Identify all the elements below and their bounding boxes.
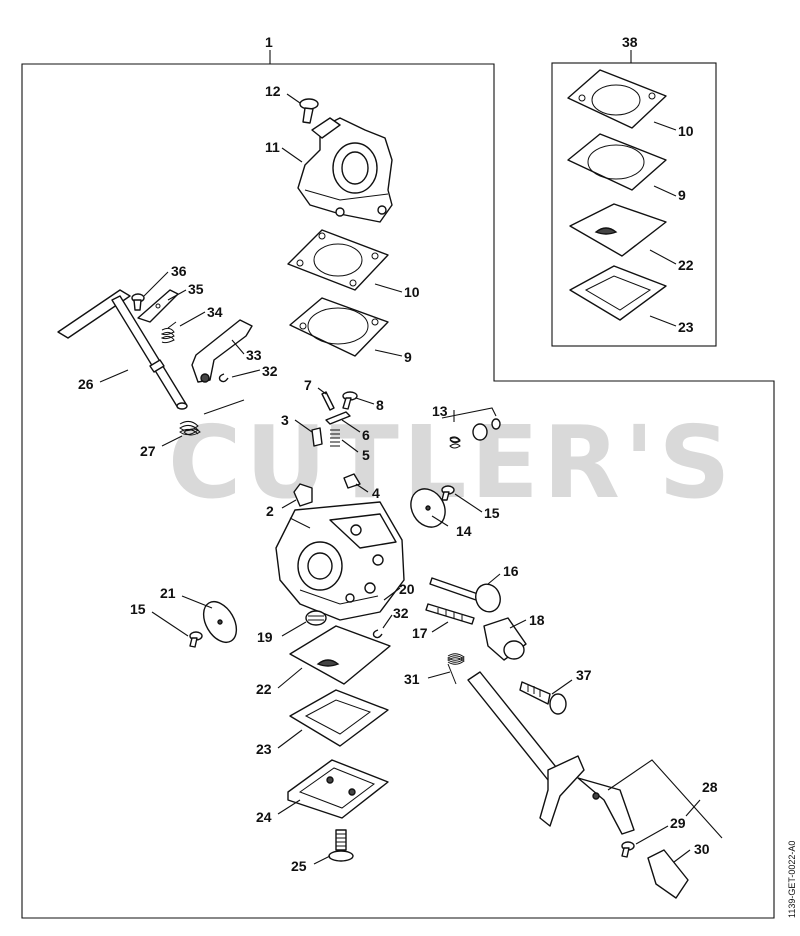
label-12: 12 bbox=[265, 83, 281, 99]
part-23-gasket-right bbox=[569, 265, 667, 321]
label-6: 6 bbox=[362, 427, 370, 443]
part-11-throttle-body bbox=[297, 117, 393, 223]
label-27: 27 bbox=[140, 443, 156, 459]
part-21-diaphragm bbox=[202, 601, 238, 643]
part-13-valve-kit bbox=[449, 418, 501, 449]
part-26-throttle-shaft bbox=[57, 289, 188, 410]
label-15-upper: 15 bbox=[484, 505, 500, 521]
part-3-needle bbox=[311, 427, 323, 447]
label-13: 13 bbox=[432, 403, 448, 419]
label-36: 36 bbox=[171, 263, 187, 279]
label-31: 31 bbox=[404, 671, 420, 687]
label-21: 21 bbox=[160, 585, 176, 601]
label-4: 4 bbox=[372, 485, 380, 501]
part-9-gasket-left bbox=[289, 297, 389, 357]
label-32-upper: 32 bbox=[262, 363, 278, 379]
label-10-right: 10 bbox=[678, 123, 694, 139]
label-3: 3 bbox=[281, 412, 289, 428]
part-15-screw-lower bbox=[189, 631, 203, 648]
label-23-left: 23 bbox=[256, 741, 272, 757]
drawing-code: 1139-GET-0022-A0 bbox=[787, 841, 797, 918]
part-25-screw bbox=[328, 829, 354, 862]
gasket-set-frame bbox=[551, 62, 717, 347]
part-18-limiter-cap bbox=[483, 617, 527, 661]
label-35: 35 bbox=[188, 281, 204, 297]
label-22-left: 22 bbox=[256, 681, 272, 697]
part-30-choke-knob bbox=[647, 849, 689, 899]
part-2-cap bbox=[293, 483, 313, 507]
part-5-spring bbox=[330, 429, 340, 447]
part-6-lever bbox=[325, 411, 351, 425]
label-2: 2 bbox=[266, 503, 274, 519]
label-22-right: 22 bbox=[678, 257, 694, 273]
part-32-clip-upper bbox=[218, 373, 229, 383]
label-24: 24 bbox=[256, 809, 272, 825]
label-23-right: 23 bbox=[678, 319, 694, 335]
part-29-screw bbox=[621, 841, 635, 858]
part-15-screw-upper bbox=[441, 485, 455, 501]
label-26: 26 bbox=[78, 376, 94, 392]
label-25: 25 bbox=[291, 858, 307, 874]
label-33: 33 bbox=[246, 347, 262, 363]
label-17: 17 bbox=[412, 625, 428, 641]
part-35-lever bbox=[137, 289, 179, 323]
label-32-lower: 32 bbox=[393, 605, 409, 621]
label-19: 19 bbox=[257, 629, 273, 645]
part-36-screw bbox=[131, 293, 145, 311]
part-37-fitting bbox=[519, 681, 567, 715]
label-7: 7 bbox=[304, 377, 312, 393]
label-8: 8 bbox=[376, 397, 384, 413]
part-10-gasket-right bbox=[567, 69, 667, 129]
part-17-adjusting-screw bbox=[425, 603, 475, 625]
label-16: 16 bbox=[503, 563, 519, 579]
part-27-spring bbox=[179, 399, 245, 436]
label-37: 37 bbox=[576, 667, 592, 683]
label-10-left: 10 bbox=[404, 284, 420, 300]
part-34-spring bbox=[160, 321, 177, 344]
part-22-diaphragm-right bbox=[569, 203, 667, 257]
label-18: 18 bbox=[529, 612, 545, 628]
assembly-frame bbox=[21, 63, 775, 919]
part-28-choke-shaft bbox=[467, 671, 635, 835]
part-24-cover bbox=[287, 759, 389, 819]
label-20: 20 bbox=[399, 581, 415, 597]
part-32-clip-lower bbox=[372, 629, 383, 639]
carburetor-body bbox=[275, 501, 405, 621]
label-14: 14 bbox=[456, 523, 472, 539]
label-9-left: 9 bbox=[404, 349, 412, 365]
label-34: 34 bbox=[207, 304, 223, 320]
part-14-plate bbox=[410, 488, 446, 528]
label-28: 28 bbox=[702, 779, 718, 795]
part-16-adjusting-screw bbox=[429, 577, 501, 613]
part-33-lever bbox=[191, 319, 253, 383]
part-9-gasket-right bbox=[567, 133, 667, 191]
label-15-lower: 15 bbox=[130, 601, 146, 617]
label-9-right: 9 bbox=[678, 187, 686, 203]
label-11: 11 bbox=[265, 139, 280, 155]
part-7-pin bbox=[321, 391, 335, 411]
part-12-screw bbox=[299, 98, 319, 124]
part-19-filter bbox=[305, 610, 327, 626]
part-22-diaphragm-lower bbox=[289, 625, 391, 685]
part-23-gasket-lower bbox=[289, 689, 389, 747]
part-10-gasket-left bbox=[287, 229, 389, 291]
label-29: 29 bbox=[670, 815, 686, 831]
part-8-screw bbox=[342, 391, 358, 410]
watermark-text: CUTLER'S bbox=[168, 404, 734, 521]
label-30: 30 bbox=[694, 841, 710, 857]
label-5: 5 bbox=[362, 447, 370, 463]
label-1: 1 bbox=[265, 34, 273, 50]
label-38: 38 bbox=[622, 34, 638, 50]
part-31-spring bbox=[447, 653, 465, 685]
